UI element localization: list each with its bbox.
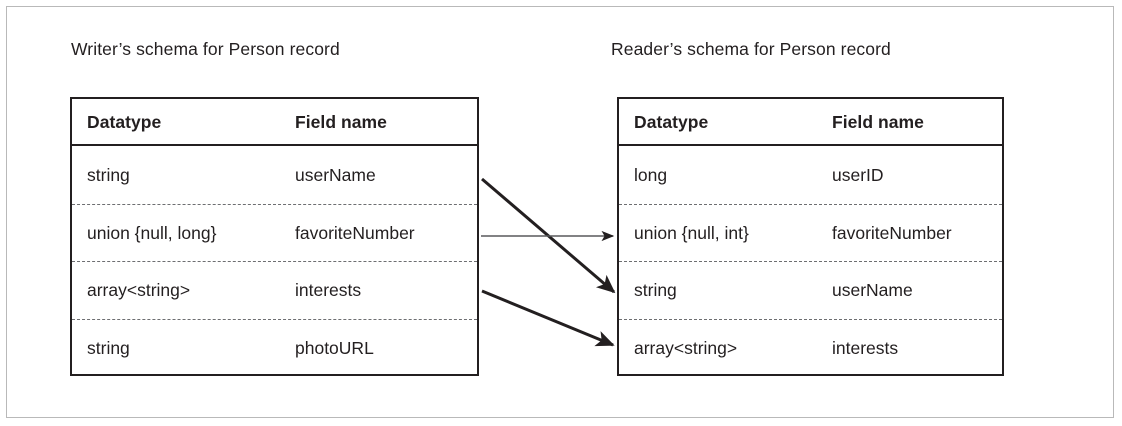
table-row: union {null, int} favoriteNumber (619, 203, 1002, 262)
cell-datatype: string (87, 337, 130, 358)
cell-datatype: string (634, 280, 677, 301)
cell-datatype: string (87, 164, 130, 185)
table-row: array<string> interests (72, 261, 477, 319)
cell-field-name: interests (832, 337, 899, 358)
column-header-datatype: Datatype (634, 111, 709, 132)
cell-datatype: union {null, long} (87, 222, 217, 243)
cell-field-name: favoriteNumber (832, 222, 952, 243)
cell-field-name: userName (832, 280, 913, 301)
table-row: string userName (72, 146, 477, 204)
column-header-field-name: Field name (295, 111, 387, 132)
cell-datatype: array<string> (634, 337, 738, 358)
table-row: string userName (619, 261, 1002, 319)
table-row: long userID (619, 146, 1002, 204)
cell-field-name: userName (295, 164, 376, 185)
cell-datatype: long (634, 164, 668, 185)
column-header-field-name: Field name (832, 111, 924, 132)
cell-field-name: userID (832, 164, 884, 185)
table-header-row: Datatype Field name (72, 99, 477, 146)
table-row: array<string> interests (619, 318, 1002, 377)
cell-field-name: interests (295, 280, 362, 301)
writer-schema-caption: Writer’s schema for Person record (71, 39, 340, 59)
cell-datatype: union {null, int} (634, 222, 749, 243)
table-row: union {null, long} favoriteNumber (72, 203, 477, 262)
reader-schema-caption: Reader’s schema for Person record (611, 39, 891, 59)
reader-schema-table: Datatype Field name long userID union {n… (617, 97, 1004, 376)
table-header-row: Datatype Field name (619, 99, 1002, 146)
cell-field-name: favoriteNumber (295, 222, 415, 243)
table-row: string photoURL (72, 318, 477, 377)
cell-datatype: array<string> (87, 280, 191, 301)
writer-schema-table: Datatype Field name string userName unio… (70, 97, 479, 376)
cell-field-name: photoURL (295, 337, 374, 358)
column-header-datatype: Datatype (87, 111, 162, 132)
